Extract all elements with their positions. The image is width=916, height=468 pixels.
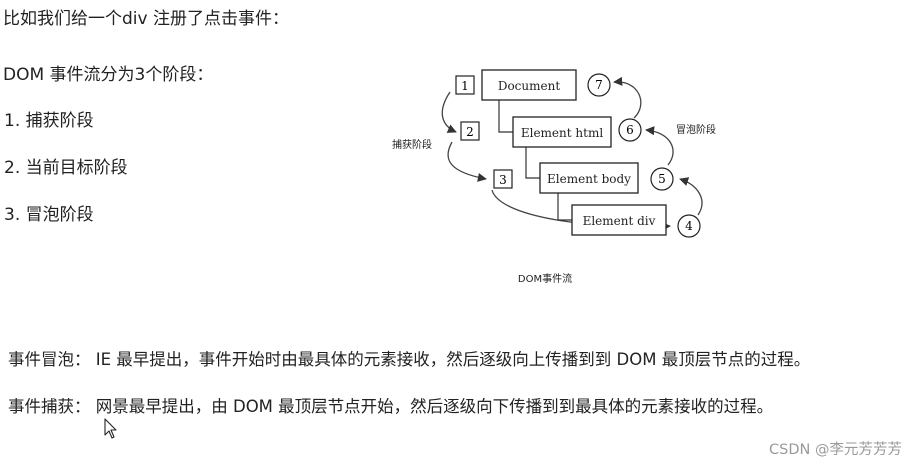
node-body-box [539, 162, 639, 194]
step-1-box [455, 75, 475, 95]
node-div: Element div [583, 214, 656, 228]
definition-capturing: 事件捕获： 网景最早提出，由 DOM 最顶层节点开始，然后逐级向下传播到到最具体… [8, 397, 774, 416]
step-7: 7 [595, 78, 603, 92]
phase-capture: 1. 捕获阶段 [4, 111, 94, 131]
step-5-circle [650, 167, 674, 191]
phase-bubble: 3. 冒泡阶段 [4, 205, 94, 225]
step-1: 1 [461, 79, 469, 93]
step-4-circle [677, 214, 701, 238]
mouse-pointer-icon [104, 418, 117, 439]
capture-arrow-2-3 [447, 141, 487, 182]
node-div-box [571, 204, 667, 236]
node-html-box [512, 116, 612, 148]
bubble-arrow-6-7 [613, 76, 642, 119]
node-document-box [481, 69, 577, 101]
watermark: CSDN @李元芳芳芳 [769, 442, 902, 458]
bubble-arrow-5-6 [645, 126, 674, 166]
connector-body-div [557, 192, 572, 221]
step-3: 3 [499, 173, 507, 187]
connector-html-body [525, 146, 540, 179]
node-html: Element html [521, 126, 603, 140]
bubble-arrow-4-5 [679, 177, 703, 216]
intro-text: 比如我们给一个div 注册了点击事件： [3, 9, 289, 29]
step-4: 4 [685, 219, 693, 233]
step-2: 2 [466, 125, 474, 139]
step-7-circle [587, 73, 611, 97]
step-5: 5 [658, 172, 666, 186]
step-6-circle [618, 118, 642, 142]
capture-label: 捕获阶段 [392, 138, 432, 151]
phase-target: 2. 当前目标阶段 [4, 158, 128, 178]
step-3-box [493, 169, 513, 189]
diagram-caption: DOM事件流 [518, 272, 572, 285]
node-document: Document [498, 79, 561, 93]
phases-title: DOM 事件流分为3个阶段： [3, 65, 214, 85]
definition-bubbling: 事件冒泡： IE 最早提出，事件开始时由最具体的元素接收，然后逐级向上传播到到 … [8, 350, 811, 369]
dom-event-flow-diagram: Document Element html Element body Eleme… [392, 69, 716, 285]
node-body: Element body [547, 172, 631, 186]
step-6: 6 [626, 123, 634, 137]
bubble-label: 冒泡阶段 [676, 123, 716, 136]
step-2-box [460, 121, 480, 141]
connector-document-html [498, 100, 513, 133]
capture-arrow-1-2 [441, 91, 457, 133]
